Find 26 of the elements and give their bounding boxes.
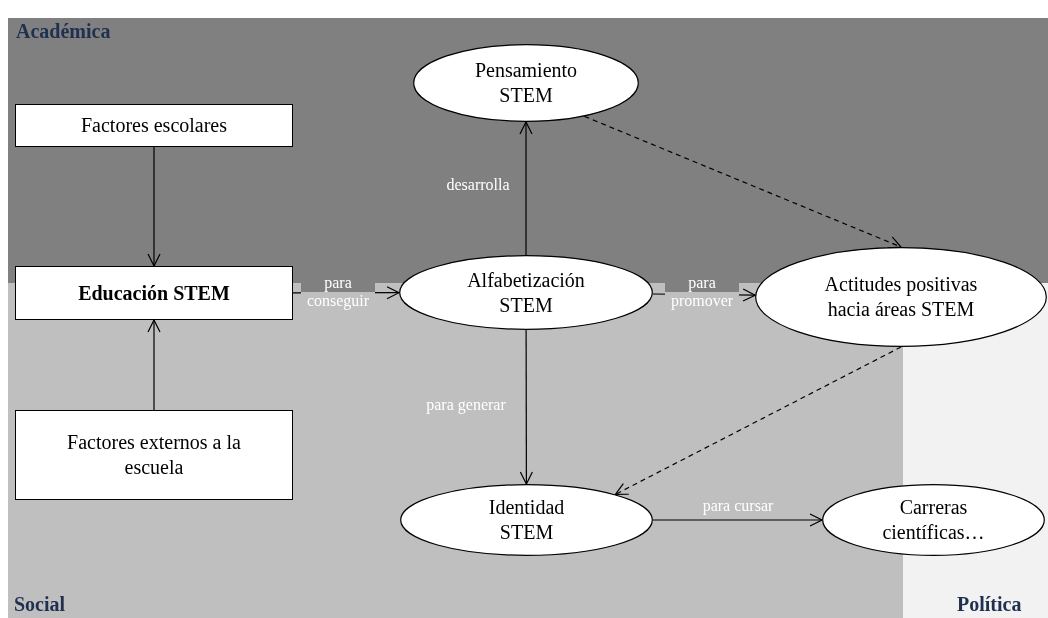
node-label: Carreras científicas… — [881, 495, 986, 545]
dashed-arrow — [583, 115, 902, 249]
node-label: Identidad STEM — [487, 495, 566, 545]
node-label: Alfabetización STEM — [466, 267, 586, 318]
concept-ellipse — [413, 44, 639, 122]
concept-ellipse — [400, 484, 653, 556]
region-label: Social — [14, 593, 66, 616]
factor-box — [15, 104, 293, 147]
region-label: Académica — [16, 20, 111, 43]
arrow — [652, 513, 823, 527]
concept-ellipse — [822, 484, 1045, 556]
node-label: Actitudes positivas hacia áreas STEM — [823, 272, 979, 322]
node-label: Factores externos a la escuela — [66, 430, 242, 480]
factor-box — [15, 410, 293, 500]
region-label: Política — [957, 593, 1022, 616]
node-label: Educación STEM — [78, 280, 230, 306]
arrow — [519, 121, 533, 256]
node-label: Pensamiento STEM — [473, 58, 579, 108]
arrow — [147, 319, 161, 411]
concept-ellipse — [755, 247, 1047, 347]
arrow — [519, 329, 533, 485]
node-label: Factores escolares — [80, 113, 227, 138]
concept-ellipse — [399, 255, 653, 330]
dashed-arrow — [614, 346, 902, 495]
arrow — [147, 146, 161, 267]
factor-box — [15, 266, 293, 320]
